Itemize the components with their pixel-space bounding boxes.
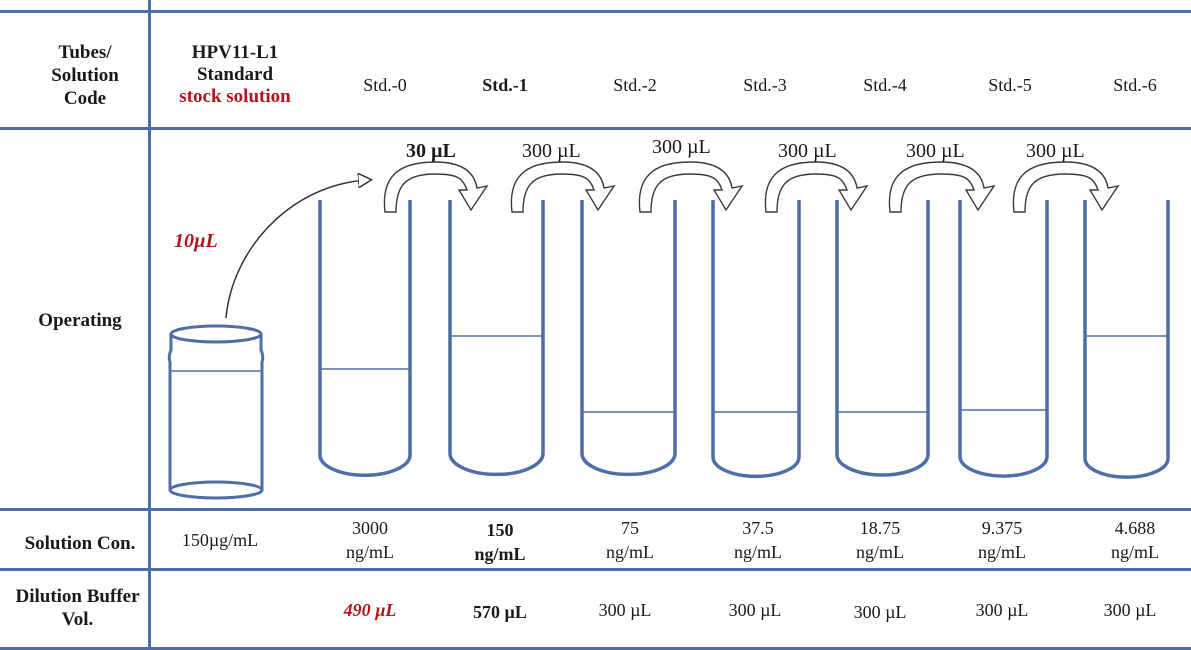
row-label-divider [148,0,151,650]
operating-divider [0,508,1191,511]
code-std-5: Std.-5 [988,75,1032,95]
stock-vial [167,324,265,500]
stock-transfer-arrow [225,180,367,319]
dilution-std-1: 570 µL [473,601,527,622]
transfer-label-5: 300 µL [906,140,965,162]
tube-std-0 [318,200,412,477]
code-std-4: Std.-4 [863,75,907,95]
transfer-arrow-3 [638,161,744,213]
stock-solution-label: HPV11-L1 Standard stock solution [160,30,310,120]
code-std-0: Std.-0 [363,75,407,95]
stock-volume-label: 10µL [174,230,218,252]
code-std-1: Std.-1 [482,75,528,95]
tube-std-4 [835,200,930,477]
dilution-std-2: 300 µL [598,599,652,620]
concentration-divider [0,568,1191,571]
code-std-3: Std.-3 [743,75,787,95]
transfer-arrow-2 [510,161,616,213]
stock-line1: HPV11-L1 [191,42,279,63]
transfer-arrow-4 [764,161,869,213]
tube-std-5 [958,200,1049,478]
transfer-label-3: 300 µL [652,136,711,158]
tube-std-3 [711,200,801,479]
transfer-label-4: 300 µL [778,140,837,162]
table-top-border [0,10,1191,13]
dilution-std-4: 300 µL [853,601,907,622]
dilution-std-6: 300 µL [1103,599,1157,620]
transfer-arrow-1 [383,161,489,213]
code-std-2: Std.-2 [613,75,657,95]
transfer-label-2: 300 µL [522,140,581,162]
dilution-buffer-label: Dilution Buffer Vol. [15,586,140,630]
solution-con-label: Solution Con. [24,532,136,554]
stock-line3: stock solution [179,86,291,107]
tube-std-1 [448,200,545,477]
tube-std-2 [580,200,677,477]
header-divider [0,127,1191,130]
tubes-solution-code-label: Tubes/ Solution Code [51,41,119,109]
stock-concentration: 150µg/mL [181,530,259,550]
tube-std-6 [1083,200,1170,479]
transfer-arrow-6 [1012,161,1120,213]
dilution-std-5: 300 µL [975,599,1029,620]
table-bottom-border [0,647,1191,650]
transfer-arrow-5 [888,161,996,213]
operating-label: Operating [38,309,122,331]
code-std-6: Std.-6 [1113,75,1157,95]
transfer-label-6: 300 µL [1026,140,1085,162]
dilution-std-0: 490 µL [343,599,397,620]
stock-line2: Standard [196,64,274,85]
transfer-label-1: 30 µL [406,140,456,162]
dilution-std-3: 300 µL [728,599,782,620]
